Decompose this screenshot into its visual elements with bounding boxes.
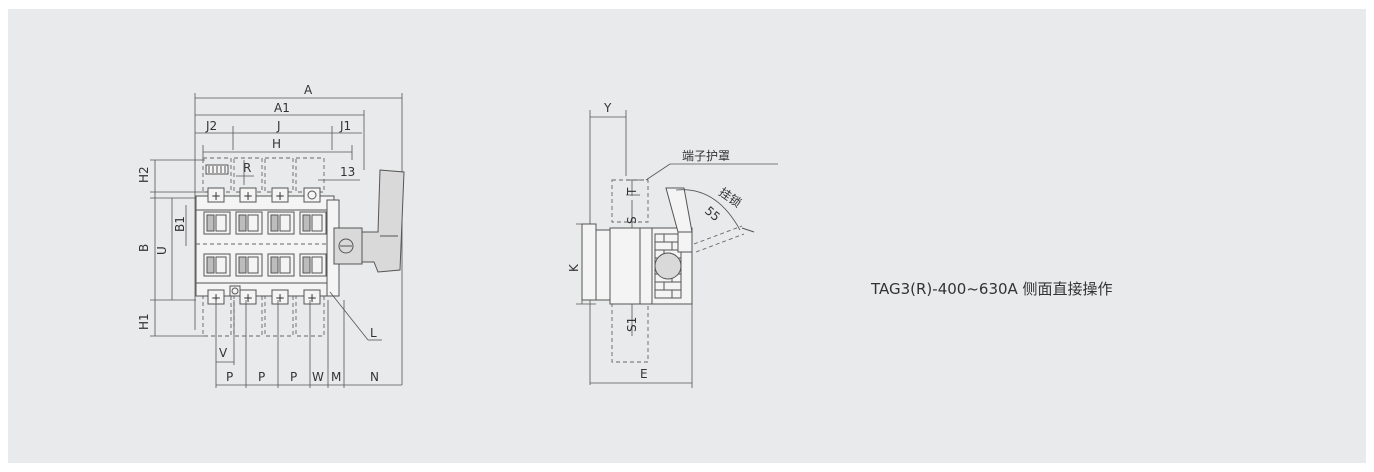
upper-contacts [203, 211, 327, 235]
drawing-canvas: A A1 J2 J J1 H [137, 83, 778, 388]
dim-H: H [272, 137, 281, 151]
dim-P-3: P [290, 370, 297, 384]
front-view: A A1 J2 J J1 H [137, 83, 405, 388]
dim-S1: S1 [625, 317, 639, 332]
dim-T: T [625, 187, 639, 196]
side-front-plate [581, 223, 597, 301]
angle-arc [675, 189, 741, 231]
plus-mark-6: + [275, 291, 285, 305]
cover-label: 端子护罩 [682, 149, 730, 163]
plus-mark-7: + [307, 291, 317, 305]
dim-E: E [640, 367, 648, 381]
brick-pattern [654, 233, 682, 299]
lower-contacts [203, 253, 327, 277]
dim-L: L [370, 326, 377, 340]
dim-J1: J1 [339, 119, 351, 133]
dim-K: K [567, 263, 581, 272]
diagram-caption: TAG3(R)-400~630A 侧面直接操作 [871, 280, 1113, 298]
terminal-cover-top-1 [202, 157, 232, 193]
terminal-cover-top-3 [264, 157, 294, 193]
dim-P-2: P [258, 370, 265, 384]
dim-B: B [137, 244, 151, 252]
top-terminals: + + + [207, 187, 321, 203]
dim-N: N [370, 370, 379, 384]
terminal-cover-top-4 [295, 157, 325, 193]
r-dimension: R [205, 160, 254, 185]
dim-M: M [331, 370, 341, 384]
dim-Y: Y [603, 101, 612, 115]
terminal-cover-top-2 [233, 157, 263, 193]
side-handle [665, 187, 755, 253]
dim-angle: 55 [702, 204, 723, 225]
dim-J2: J2 [205, 119, 217, 133]
dim-U: U [155, 246, 169, 255]
dim-B1: B1 [173, 216, 187, 232]
dim-13: 13 [340, 165, 355, 179]
left-dimensions: H2 B H1 U B1 [137, 159, 208, 337]
switch-body [195, 195, 335, 297]
dim-H1: H1 [137, 313, 151, 330]
lock-label: 挂锁 [716, 184, 744, 210]
side-view: Y 端子护罩 T S [567, 101, 778, 388]
dim-P-1: P [226, 370, 233, 384]
dim-A: A [304, 83, 313, 97]
side-cover-top [611, 179, 649, 223]
dim-A1: A1 [274, 101, 290, 115]
plus-mark-3: + [275, 189, 285, 203]
operating-handle [326, 169, 405, 297]
dim-J: J [276, 119, 281, 133]
plus-mark-5: + [243, 291, 253, 305]
dim-13-group: 13 [318, 165, 360, 181]
plus-mark-1: + [211, 189, 221, 203]
dim-W: W [312, 370, 324, 384]
dim-S: S [625, 216, 639, 224]
bottom-dimensions: V P P P W M N [215, 300, 402, 388]
dim-V: V [219, 346, 228, 360]
background-panel: A A1 J2 J J1 H [8, 9, 1366, 463]
plus-mark-4: + [211, 291, 221, 305]
dim-H2: H2 [137, 166, 151, 183]
dim-R: R [243, 161, 251, 175]
plus-mark-2: + [243, 189, 253, 203]
top-dimensions: A A1 J2 J J1 H [194, 83, 403, 385]
